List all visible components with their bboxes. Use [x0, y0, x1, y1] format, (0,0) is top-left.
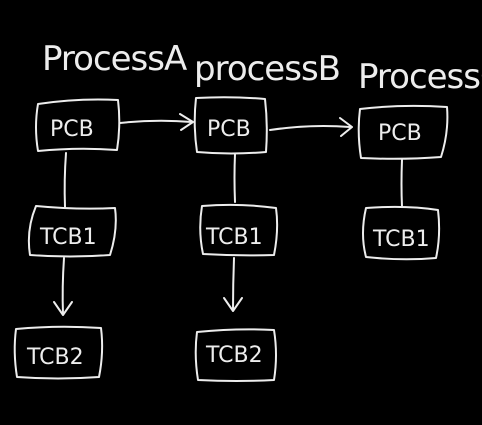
process-b-tcb1-label: TCB1	[205, 225, 263, 250]
process-a-tcb2: TCB2	[13, 325, 104, 380]
process-c-title: ProcessC	[358, 57, 482, 97]
process-b-pcb-label: PCB	[207, 117, 251, 142]
process-c-pcb-label: PCB	[378, 121, 422, 146]
process-a-pcb: PCB	[35, 98, 121, 152]
process-b-tcb1-to-tcb2-arrow	[223, 257, 243, 312]
process-b-pcb: PCB	[193, 96, 268, 155]
process-a-pcb-label: PCB	[50, 117, 94, 142]
process-a-pcb-tcb1-connector	[63, 152, 67, 208]
process-c-tcb1: TCB1	[362, 205, 441, 261]
pcb-b-to-c-arrow	[269, 117, 353, 137]
process-a-tcb1-label: TCB1	[39, 225, 97, 250]
process-a-tcb1: TCB1	[27, 205, 117, 258]
pcb-a-to-b-arrow	[119, 113, 194, 131]
process-a-title: ProcessA	[42, 39, 187, 79]
process-a-tcb1-to-tcb2-arrow	[53, 257, 73, 316]
process-b-tcb1: TCB1	[199, 203, 279, 257]
process-b-pcb-tcb1-connector	[233, 153, 236, 203]
process-b-title: processB	[194, 49, 340, 89]
process-a-tcb2-label: TCB2	[26, 345, 84, 370]
process-b-tcb2: TCB2	[194, 328, 277, 382]
process-c-pcb-tcb1-connector	[400, 159, 403, 208]
process-c-pcb: PCB	[357, 104, 449, 160]
process-c-tcb1-label: TCB1	[372, 227, 430, 252]
process-b-tcb2-label: TCB2	[205, 343, 263, 368]
